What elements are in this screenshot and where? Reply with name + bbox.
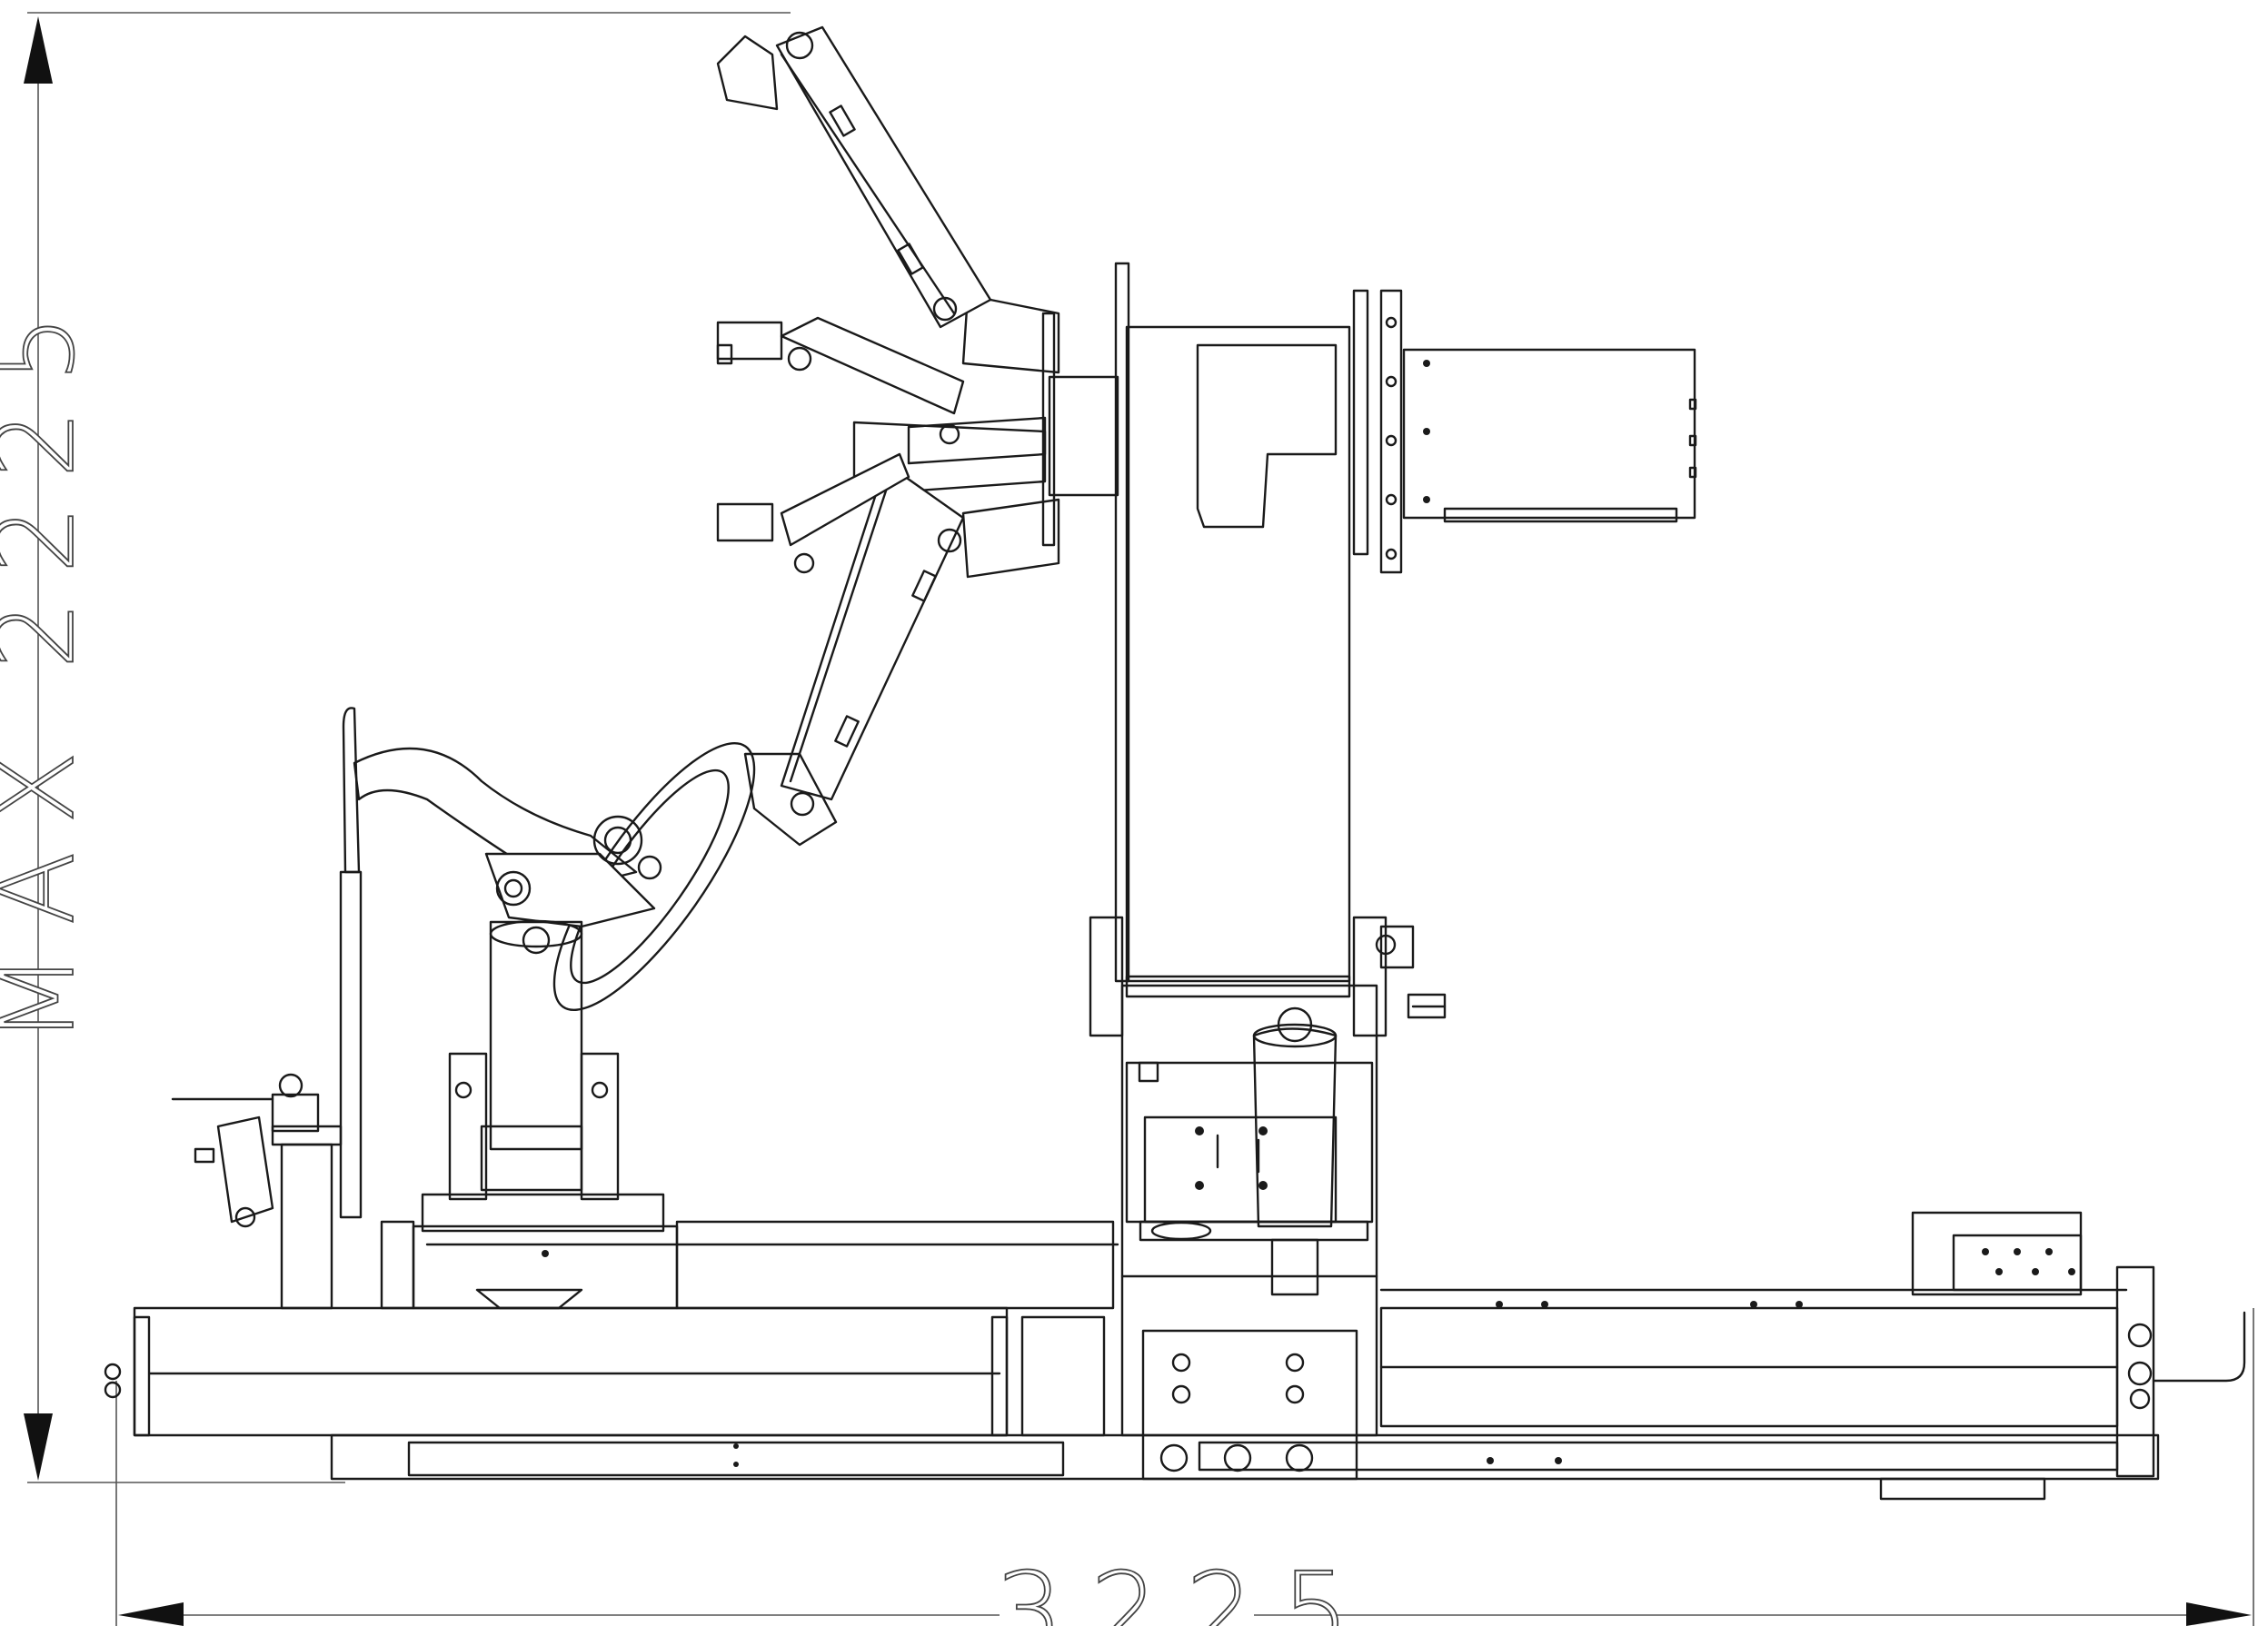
column-base-plate <box>1141 1329 1358 1481</box>
upper-jaw-claw <box>716 35 779 111</box>
motor-flange <box>1379 289 1403 574</box>
lower-jaw-lever <box>780 452 910 547</box>
upper-jaw-lever <box>780 316 965 415</box>
tool-arm-post <box>339 870 363 1219</box>
control-box <box>1911 1211 2083 1296</box>
column-upper-arm <box>1125 325 1351 983</box>
tool-arm-vertical-cylinder <box>489 920 583 1151</box>
bead-breaker-disc <box>552 742 756 1011</box>
column-bracket <box>1196 343 1338 529</box>
height-dimension: MAX 2225 <box>0 12 791 1483</box>
width-dimension: 3225 <box>115 1308 2254 1626</box>
height-arrow-bottom <box>24 1413 53 1481</box>
tool-head-bracket <box>484 852 656 928</box>
upper-jaw-arm <box>716 25 992 445</box>
height-arrow-top <box>24 16 53 84</box>
left-base-cylinder <box>133 1306 1009 1437</box>
height-prefix: MAX <box>0 724 98 1045</box>
central-column <box>1089 262 1697 1481</box>
control-lever <box>171 1073 343 1310</box>
upper-jaw-arm-link <box>775 25 992 329</box>
lower-jaw-arm-link <box>780 461 965 801</box>
motor-housing <box>1402 348 1696 520</box>
clamping-head <box>852 293 1119 579</box>
chuck-hub <box>1048 375 1119 497</box>
base-frame <box>104 1243 2246 1501</box>
clamp-holder <box>1143 1006 1338 1296</box>
tool-arm <box>339 707 1115 1310</box>
width-dimension-label: 3225 <box>995 1549 1377 1626</box>
tool-arm-carriage <box>421 1193 665 1233</box>
control-lever-handle <box>216 1115 274 1224</box>
width-arrow-left <box>118 1602 184 1626</box>
column-lower-body <box>1120 984 1378 1437</box>
height-value: 2225 <box>0 287 98 669</box>
tool-arm-hook <box>342 707 361 874</box>
tool-arm-lever <box>353 747 638 892</box>
lower-jaw-claw <box>743 752 838 847</box>
lower-jaw-arm <box>716 452 965 847</box>
height-dimension-label: MAX 2225 <box>0 287 98 1045</box>
width-arrow-right <box>2186 1602 2252 1626</box>
right-handle-rod <box>2152 1311 2246 1383</box>
